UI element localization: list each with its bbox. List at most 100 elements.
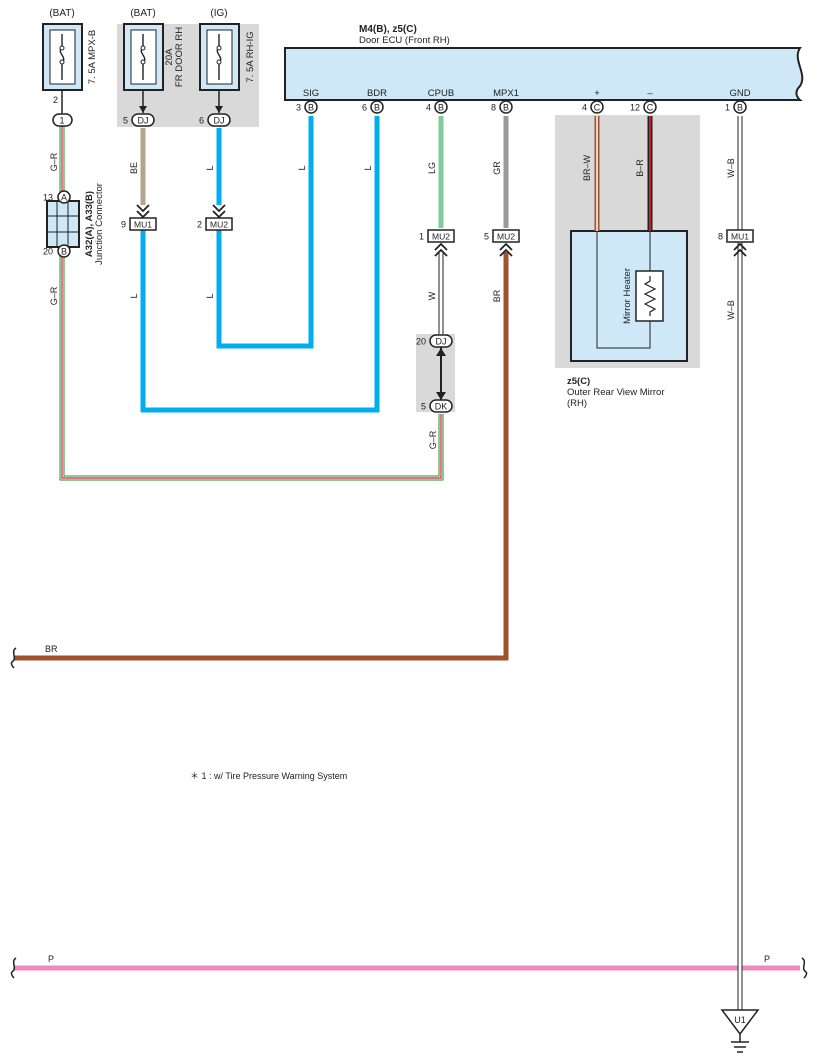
ecu-pin-cpub-num: 4	[426, 103, 431, 113]
ecu-pin-bdr: B	[370, 100, 384, 114]
wire-label-w: W	[427, 291, 437, 300]
wire-label-gr-top: G–R	[49, 152, 59, 171]
svg-text:MU2: MU2	[210, 220, 228, 230]
conn-mu1-wb: MU1	[726, 229, 754, 243]
fuse-mpxb-label: 7. 5A MPX-B	[87, 30, 98, 84]
ground-symbol	[720, 1009, 760, 1053]
wire-label-lg: LG	[427, 162, 437, 174]
conn-mu2-gr: MU2	[492, 229, 520, 243]
ecu-pin-gnd: B	[733, 100, 747, 114]
ecu-name: Door ECU (Front RH)	[359, 35, 450, 46]
pin-oval-dj-5: DJ	[131, 113, 155, 127]
fuse-rhig-label: 7. 5A RH-IG	[245, 31, 256, 82]
fuse-frdoor-source: (BAT)	[130, 8, 155, 19]
ecu-pin-minus-num: 12	[630, 103, 640, 113]
mirror-name2: (RH)	[567, 398, 587, 409]
term-plus: +	[594, 88, 600, 99]
svg-text:B: B	[374, 103, 380, 113]
wire-br	[14, 252, 509, 661]
fuse-mpxb-source: (BAT)	[49, 8, 74, 19]
fuse-rh-ig	[199, 23, 240, 91]
conn-mu1-wb-num: 8	[718, 232, 723, 242]
term-gnd: GND	[729, 88, 750, 99]
ground-label: U1	[734, 1015, 746, 1025]
break-icon	[801, 957, 808, 979]
junction-pin-a: A	[57, 190, 71, 204]
wire-label-gr: GR	[492, 161, 502, 175]
svg-text:MU1: MU1	[731, 232, 749, 242]
wire-label-l-ig: L	[205, 165, 215, 170]
svg-text:MU1: MU1	[134, 220, 152, 230]
term-bdr: BDR	[367, 88, 387, 99]
pin-oval-dj-6: DJ	[207, 113, 231, 127]
svg-text:B: B	[308, 103, 314, 113]
svg-text:C: C	[594, 103, 601, 113]
term-sig: SIG	[303, 88, 319, 99]
wire-l-bdr	[140, 116, 380, 413]
svg-text:1: 1	[59, 116, 64, 126]
wire-label-p-right: P	[764, 954, 770, 964]
wire-label-be: BE	[129, 162, 139, 174]
junction-connector	[46, 200, 80, 248]
svg-text:DJ: DJ	[138, 116, 149, 126]
junction-pin-a-num: 13	[43, 193, 53, 203]
conn-mu2-left: MU2	[205, 217, 233, 231]
ecu-pin-plus: C	[590, 100, 604, 114]
ecu-title: M4(B), z5(C)	[359, 24, 417, 35]
fuse-fr-door-rh	[123, 23, 164, 91]
wire-label-l-bdr: L	[363, 165, 373, 170]
fuse-frdoor-label1: 20A	[164, 48, 175, 66]
wire-label-gr-mid: G–R	[49, 286, 59, 305]
svg-text:B: B	[61, 247, 67, 257]
pin-dk-5-num: 5	[421, 402, 426, 412]
wire-label-l-ig2: L	[205, 293, 215, 298]
svg-text:MU2: MU2	[432, 232, 450, 242]
fuse-frdoor-label2: FR DOOR RH	[174, 27, 185, 87]
door-ecu-box	[284, 47, 804, 101]
pin-dj-5-num: 5	[123, 116, 128, 126]
pin-oval-dj-20: DJ	[429, 334, 453, 348]
junction-pin-b-num: 20	[43, 247, 53, 257]
wire-label-w-b: W–B	[726, 158, 736, 178]
wire-label-p-left: P	[48, 954, 54, 964]
ecu-pin-minus: C	[643, 100, 657, 114]
term-mpx1: MPX1	[493, 88, 519, 99]
mirror-name1: Outer Rear View Mirror	[567, 387, 665, 398]
ecu-pin-cpub: B	[434, 100, 448, 114]
conn-mu1-left: MU1	[129, 217, 157, 231]
svg-text:DK: DK	[435, 402, 448, 412]
svg-text:B: B	[503, 103, 509, 113]
wire-label-gr-dk: G–R	[428, 430, 438, 449]
wire-label-br: BR	[492, 289, 502, 302]
mirror-code: z5(C)	[567, 376, 590, 387]
svg-text:DJ: DJ	[214, 116, 225, 126]
pin-oval-dk-5: DK	[429, 399, 453, 413]
chevron-down-icon	[136, 204, 150, 219]
resistor-icon	[643, 276, 657, 316]
term-cpub: CPUB	[428, 88, 454, 99]
conn-mu2-lg: MU2	[427, 229, 455, 243]
wire-l-sig	[216, 116, 314, 349]
ecu-pin-gnd-num: 1	[725, 103, 730, 113]
pin-oval-mpxb: 1	[52, 113, 73, 127]
ecu-pin-mpx1-num: 8	[491, 103, 496, 113]
wire-g-r	[59, 125, 444, 481]
ecu-pin-plus-num: 4	[582, 103, 587, 113]
wire-label-b-r: B–R	[635, 159, 645, 177]
chevron-up-icon	[434, 242, 448, 257]
conn-mu2-lg-num: 1	[419, 232, 424, 242]
pin-dj-6-num: 6	[199, 116, 204, 126]
chevron-down-icon	[212, 204, 226, 219]
ecu-pin-bdr-num: 6	[362, 103, 367, 113]
svg-text:MU2: MU2	[497, 232, 515, 242]
term-minus: –	[647, 88, 653, 99]
ecu-pin-mpx1: B	[499, 100, 513, 114]
mirror-box	[570, 230, 688, 362]
wire-label-l-sig: L	[297, 165, 307, 170]
svg-text:A: A	[61, 193, 67, 203]
wire-label-w-b2: W–B	[726, 300, 736, 320]
junction-title: A32(A), A33(B)	[84, 191, 95, 257]
svg-text:B: B	[737, 103, 743, 113]
ecu-pin-sig-num: 3	[296, 103, 301, 113]
